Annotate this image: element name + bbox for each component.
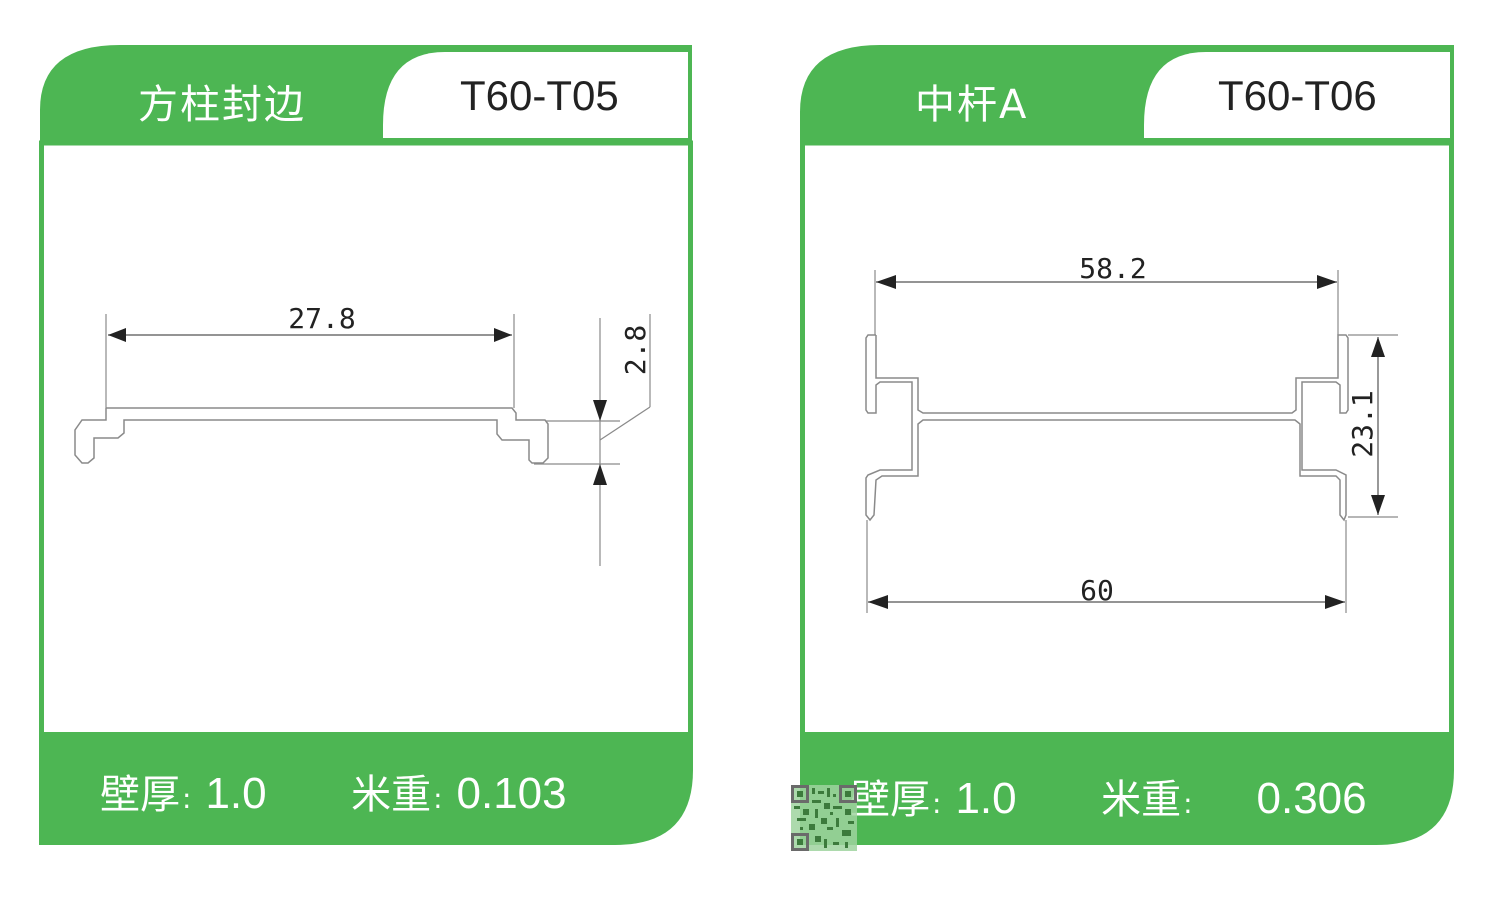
colon: : xyxy=(932,787,942,820)
dimension-outer-width-label: 60 xyxy=(1080,574,1114,607)
meter-weight-value: 0.306 xyxy=(1256,774,1367,823)
profile-name: 方柱封边 xyxy=(138,82,306,128)
colon: : xyxy=(182,782,192,815)
profile-drawing: 27.8 2.8 xyxy=(74,302,652,566)
profile-code: T60-T06 xyxy=(1218,72,1377,119)
dimension-inner-width-label: 58.2 xyxy=(1079,252,1146,285)
profile-outline xyxy=(865,334,1349,522)
wall-thickness-value: 1.0 xyxy=(955,774,1017,823)
wall-thickness-value: 1.0 xyxy=(205,769,267,818)
footer-specs: 壁厚:1.0 米重:0.103 xyxy=(100,762,567,820)
meter-weight-label: 米重 xyxy=(351,772,432,818)
extension-lines xyxy=(866,270,1398,613)
dimension-height: 23.1 xyxy=(1346,337,1385,515)
dimension-height-label: 2.8 xyxy=(619,325,652,376)
extension-lines xyxy=(105,314,651,566)
profile-outline xyxy=(74,407,549,464)
colon: : xyxy=(433,782,443,815)
wall-thickness-label: 壁厚 xyxy=(850,777,930,823)
meter-weight-label: 米重 xyxy=(1101,777,1182,823)
dimension-outer-width: 60 xyxy=(868,574,1345,609)
footer-specs: 壁厚:1.0 米重:0.306 xyxy=(850,767,1367,825)
profile-name: 中杆A xyxy=(915,82,1029,128)
colon: : xyxy=(1183,787,1193,820)
card-frame xyxy=(39,45,693,845)
meter-weight-value: 0.103 xyxy=(456,769,567,818)
dimension-height: 2.8 xyxy=(593,325,652,485)
dimension-height-label: 23.1 xyxy=(1346,390,1379,457)
qr-code-icon xyxy=(791,785,857,851)
dimension-width: 27.8 xyxy=(108,302,512,342)
dimension-width-label: 27.8 xyxy=(288,302,355,335)
wall-thickness-label: 壁厚 xyxy=(100,772,180,818)
dimension-inner-width: 58.2 xyxy=(876,252,1337,289)
profile-code: T60-T05 xyxy=(460,72,619,119)
profile-card-t60-t05: 方柱封边 T60-T05 27.8 2.8 壁 xyxy=(39,45,693,845)
